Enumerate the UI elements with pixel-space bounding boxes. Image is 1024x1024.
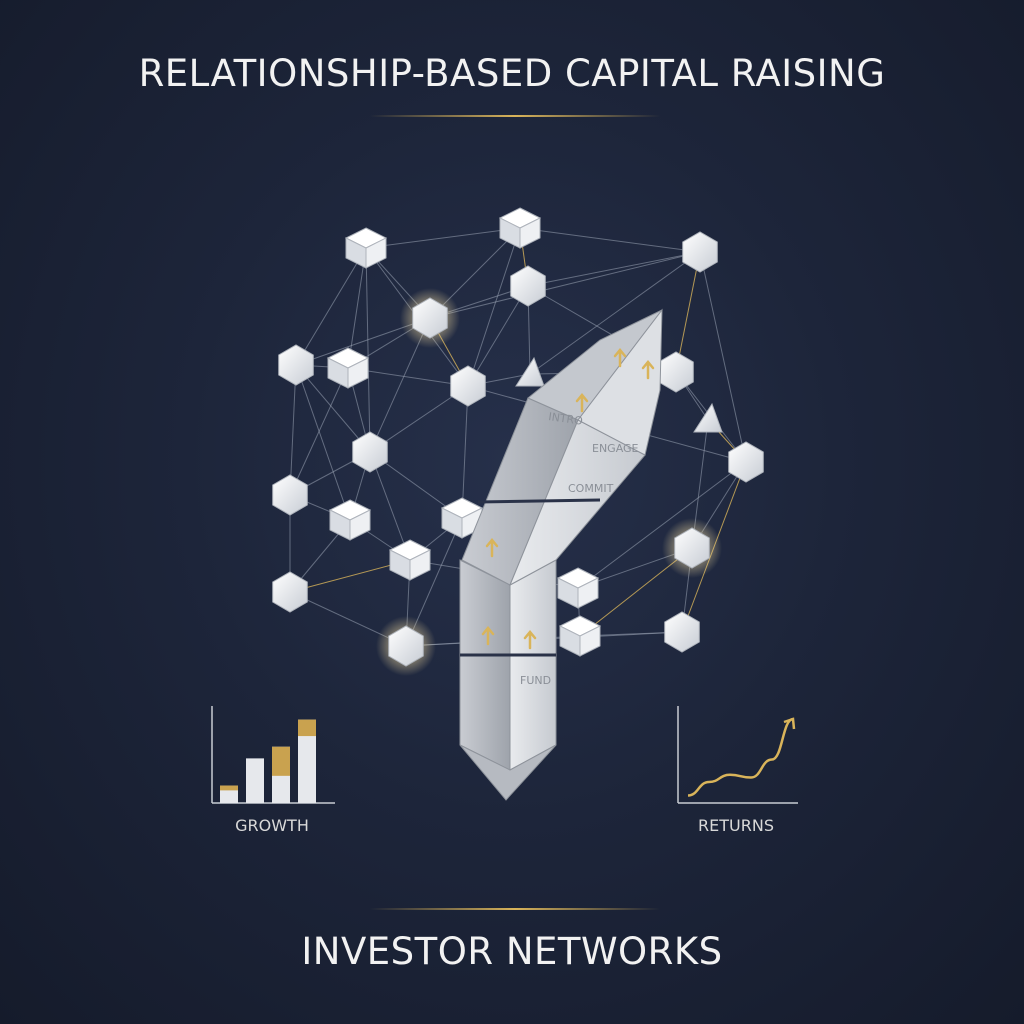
network-edge	[467, 227, 521, 387]
returns-chart	[677, 706, 798, 804]
network-node	[328, 499, 372, 541]
network-node	[558, 615, 602, 657]
network-node	[450, 365, 486, 407]
network-edge	[289, 367, 349, 496]
returns-line	[687, 717, 794, 797]
bottom-divider	[370, 908, 660, 910]
network-edge	[369, 451, 411, 561]
network-node	[272, 474, 308, 516]
pillar-base-right	[509, 559, 557, 771]
network-node	[556, 567, 600, 609]
network-node	[400, 288, 460, 348]
network-edge	[429, 251, 701, 319]
network-edge	[519, 227, 701, 253]
network-node	[515, 356, 545, 387]
network-edge	[365, 247, 371, 453]
growth-label: GROWTH	[235, 816, 309, 835]
network-node	[278, 344, 314, 386]
network-node	[728, 441, 764, 483]
network-node	[498, 207, 542, 249]
stage-label-commit: COMMIT	[568, 482, 614, 495]
up-arrow-icon	[481, 626, 495, 646]
pillar-seam-2	[477, 498, 601, 504]
pillar-tip	[459, 744, 557, 801]
network-edge	[295, 364, 351, 521]
network-node	[664, 611, 700, 653]
top-divider	[370, 115, 660, 117]
up-arrow-icon	[485, 538, 499, 558]
network-node	[693, 402, 723, 433]
returns-label: RETURNS	[698, 816, 774, 835]
network-edge	[675, 251, 701, 373]
growth-bar	[298, 719, 316, 803]
network-edge	[527, 251, 701, 287]
stage-label-fund: FUND	[520, 674, 551, 687]
network-edge	[289, 364, 297, 496]
network-edge	[529, 251, 701, 375]
pillar-head-right	[577, 308, 663, 456]
up-arrow-icon	[613, 348, 627, 368]
network-node	[326, 347, 370, 389]
footer-title: INVESTOR NETWORKS	[301, 930, 723, 973]
network-edge	[699, 251, 747, 463]
network-node	[344, 227, 388, 269]
network-edge	[295, 364, 371, 453]
growth-bar-cap	[298, 719, 316, 737]
growth-bar-cap	[272, 746, 290, 776]
network-node	[388, 539, 432, 581]
up-arrow-icon	[641, 360, 655, 380]
network-node	[662, 518, 722, 578]
growth-bar	[246, 758, 264, 803]
stage-pillar	[459, 308, 663, 801]
returns-arrowhead-icon	[783, 717, 796, 730]
network-node	[682, 231, 718, 273]
up-arrow-icon	[575, 393, 589, 413]
network-edge	[577, 461, 747, 589]
network-node	[352, 431, 388, 473]
pillar-arrows	[481, 348, 655, 650]
growth-bar-cap	[220, 785, 238, 791]
page-title: RELATIONSHIP-BASED CAPITAL RAISING	[138, 52, 886, 95]
network-node	[510, 265, 546, 307]
stage-label-intro: INTRO	[548, 410, 584, 428]
network-edge	[295, 247, 367, 366]
network-edge	[467, 285, 529, 387]
network-edge	[365, 227, 521, 249]
stage-label-engage: ENGAGE	[592, 442, 639, 455]
network-node	[658, 351, 694, 393]
up-arrow-icon	[523, 630, 537, 650]
network-edge	[461, 385, 469, 519]
network-edge	[347, 247, 367, 369]
pillar-base-left	[459, 559, 511, 771]
growth-chart	[211, 706, 335, 804]
network-node	[272, 571, 308, 613]
network-node	[376, 616, 436, 676]
